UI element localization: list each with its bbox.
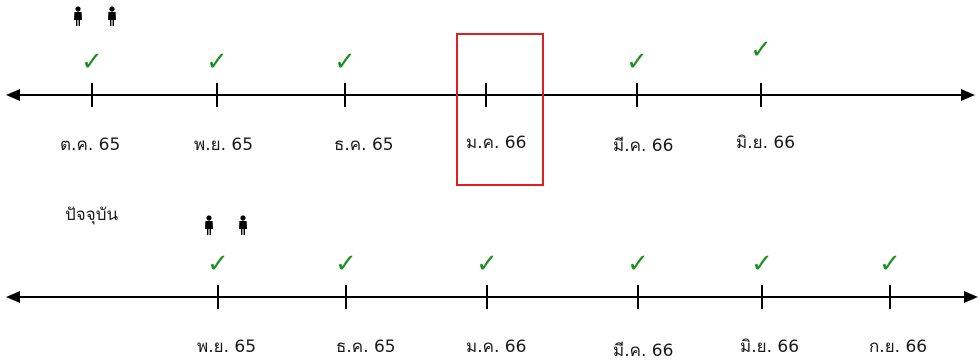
timeline-bottom-people: [205, 215, 247, 235]
timeline-top-arrow-right: [961, 89, 975, 101]
timeline-mark: ✓ ต.ค. 65: [60, 47, 120, 155]
date-label: ต.ค. 65: [60, 135, 120, 155]
checkmark-icon: ✓: [207, 249, 229, 279]
checkmark-icon: ✓: [750, 35, 772, 65]
checkmark-icon: ✓: [335, 249, 357, 279]
date-label: มิ.ย. 66: [740, 337, 799, 357]
timeline-bottom-caption: ปัจจุบัน: [65, 205, 119, 225]
checkmark-icon: ✓: [334, 47, 356, 77]
date-label: ธ.ค. 65: [334, 135, 394, 155]
timeline-mark: ✓ พ.ย. 65: [194, 47, 253, 155]
person-icon: [74, 6, 82, 26]
timeline-mark: ✓ มี.ค. 66: [613, 249, 673, 361]
timeline-bottom: ✓ พ.ย. 65 ✓ ธ.ค. 65 ✓ ม.ค. 66 ✓ มี.ค. 66 ✓ มิ.ย. …: [6, 215, 978, 361]
date-label: พ.ย. 65: [197, 337, 256, 357]
timeline-top-people: [74, 6, 116, 26]
timeline-mark: ✓ พ.ย. 65: [197, 249, 256, 357]
timeline-mark: ✓ มิ.ย. 66: [736, 35, 795, 153]
date-label: ม.ค. 66: [466, 337, 526, 357]
date-label: ธ.ค. 65: [336, 337, 396, 357]
timeline-mark: ม.ค. 66: [466, 83, 526, 153]
timeline-top-arrow-left: [6, 89, 20, 101]
person-icon: [205, 215, 213, 235]
date-label: ม.ค. 66: [466, 133, 526, 153]
timeline-bottom-arrow-right: [964, 291, 978, 303]
date-label: พ.ย. 65: [194, 135, 253, 155]
person-icon: [108, 6, 116, 26]
timeline-mark: ✓ ธ.ค. 65: [334, 47, 394, 155]
timeline-bottom-arrow-left: [6, 291, 20, 303]
checkmark-icon: ✓: [81, 47, 103, 77]
timeline-mark: ✓ ธ.ค. 65: [335, 249, 395, 357]
highlight-box: [456, 33, 544, 186]
timeline-mark: ✓ ก.ย. 66: [869, 249, 927, 357]
date-label: มิ.ย. 66: [736, 133, 795, 153]
timeline-mark: ✓ มี.ค. 66: [613, 47, 673, 156]
date-label: ก.ย. 66: [869, 337, 927, 357]
timeline-top: ✓ ต.ค. 65 ✓ พ.ย. 65 ✓ ธ.ค. 65 ม.ค. 66 ✓ มี.ค. 66…: [6, 6, 975, 186]
timeline-mark: ✓ มิ.ย. 66: [740, 249, 799, 357]
checkmark-icon: ✓: [879, 249, 901, 279]
checkmark-icon: ✓: [206, 47, 228, 77]
timeline-mark: ✓ ม.ค. 66: [466, 249, 526, 357]
date-label: มี.ค. 66: [613, 136, 673, 156]
person-icon: [239, 215, 247, 235]
checkmark-icon: ✓: [751, 249, 773, 279]
checkmark-icon: ✓: [476, 249, 498, 279]
date-label: มี.ค. 66: [613, 341, 673, 361]
checkmark-icon: ✓: [626, 47, 648, 77]
checkmark-icon: ✓: [627, 249, 649, 279]
